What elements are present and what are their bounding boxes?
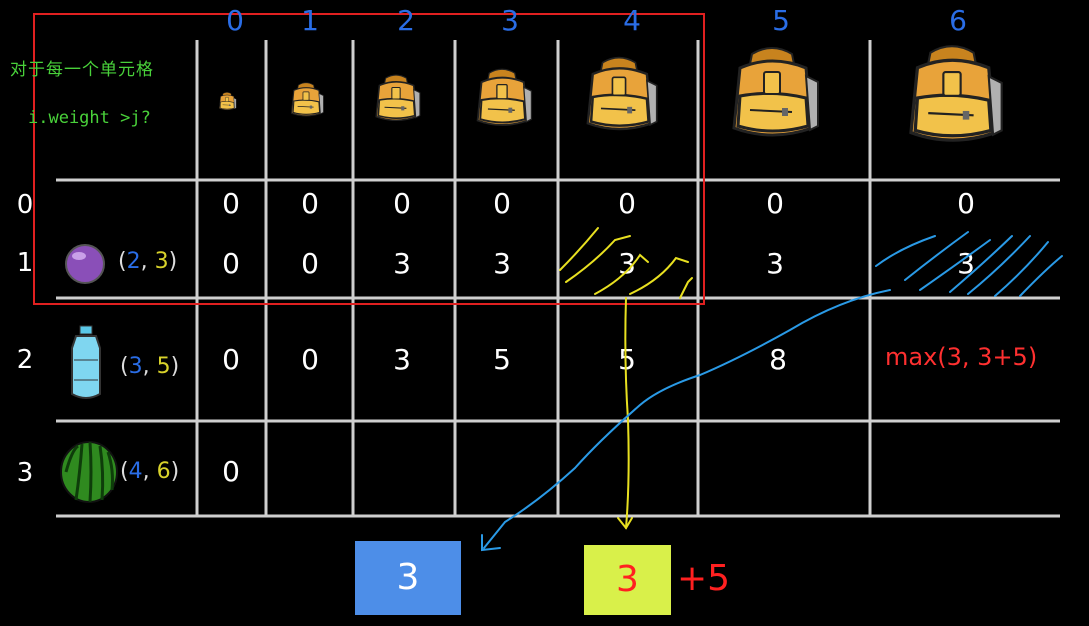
item-pair: (4, 6) xyxy=(120,459,180,484)
table-cell: 3 xyxy=(618,247,636,280)
column-number: 6 xyxy=(949,4,967,37)
purple-ball-icon xyxy=(65,244,105,284)
column-number: 3 xyxy=(501,4,519,37)
column-number: 2 xyxy=(397,4,415,37)
result-blue-box: 3 xyxy=(355,541,461,615)
column-number: 4 xyxy=(623,4,641,37)
column-number: 1 xyxy=(301,4,319,37)
table-cell: 5 xyxy=(493,343,511,376)
water-bottle-icon xyxy=(71,325,101,399)
column-number: 0 xyxy=(226,4,244,37)
max-annotation: max(3, 3+5) xyxy=(885,343,1038,371)
table-cell: 0 xyxy=(301,187,319,220)
table-cell: 3 xyxy=(766,247,784,280)
row-index: 2 xyxy=(16,345,34,375)
table-cell: 0 xyxy=(222,187,240,220)
table-cell: 0 xyxy=(766,187,784,220)
item-pair: (3, 5) xyxy=(120,354,180,379)
note-weight-check: i.weight >j? xyxy=(28,108,151,128)
table-cell: 0 xyxy=(222,247,240,280)
row-index: 3 xyxy=(16,458,34,488)
table-cell: 3 xyxy=(393,343,411,376)
item-icons xyxy=(60,244,118,503)
item-pair: (2, 3) xyxy=(118,249,178,274)
watermelon-icon xyxy=(60,441,118,503)
table-cell: 0 xyxy=(957,187,975,220)
row-index: 1 xyxy=(16,248,34,278)
table-cell: 5 xyxy=(618,343,636,376)
table-cell: 0 xyxy=(618,187,636,220)
column-number: 5 xyxy=(772,4,790,37)
highlight-frame xyxy=(33,13,705,305)
table-cell: 0 xyxy=(393,187,411,220)
table-cell: 8 xyxy=(769,343,787,376)
result-yellow-box: 3 xyxy=(584,545,671,615)
table-cell: 0 xyxy=(222,343,240,376)
table-cell: 0 xyxy=(301,247,319,280)
table-cell: 3 xyxy=(493,247,511,280)
result-plus-value: +5 xyxy=(677,558,731,599)
table-cell: 3 xyxy=(393,247,411,280)
table-cell: 0 xyxy=(301,343,319,376)
row-index: 0 xyxy=(16,190,34,220)
note-each-cell: 对于每一个单元格 xyxy=(10,60,154,80)
table-cell: 0 xyxy=(222,455,240,488)
table-cell: 0 xyxy=(493,187,511,220)
